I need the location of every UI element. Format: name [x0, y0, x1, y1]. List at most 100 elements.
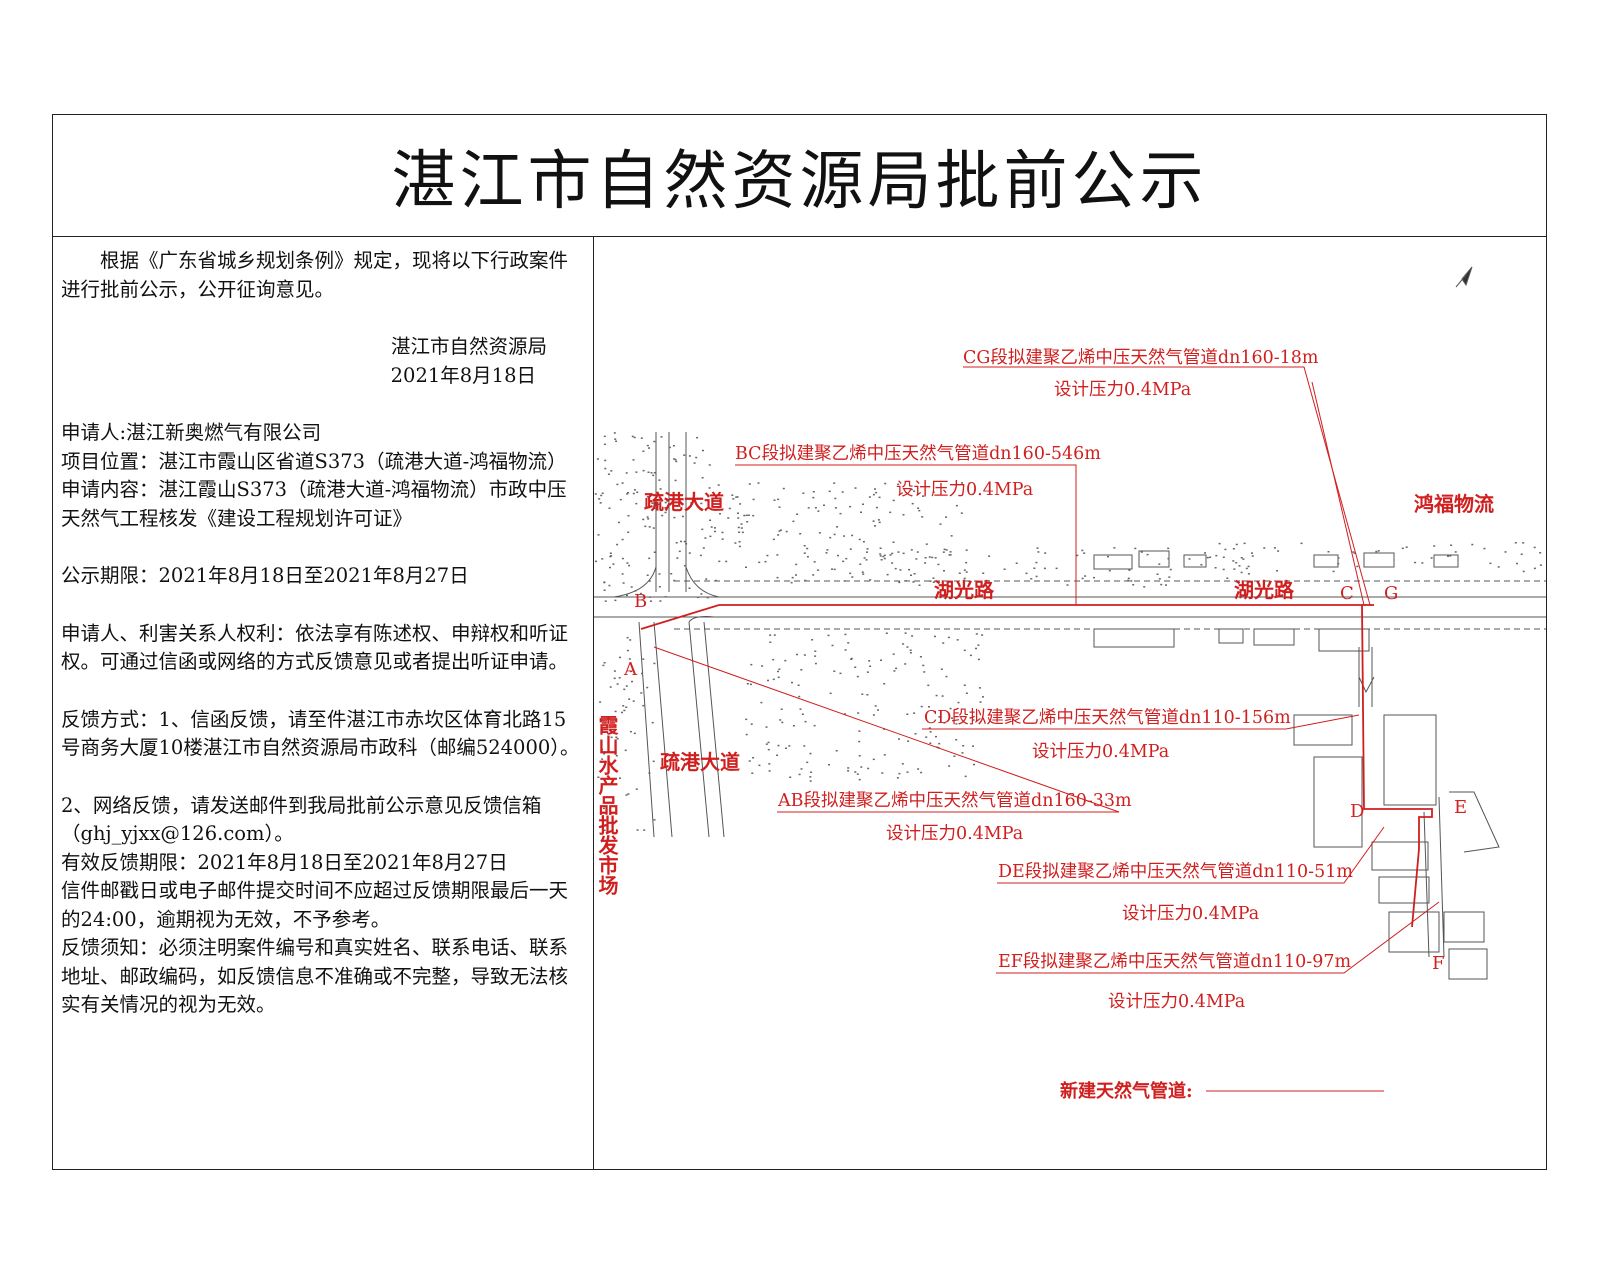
- terrain-dot: [780, 708, 783, 710]
- terrain-dot: [664, 596, 667, 598]
- terrain-dot: [929, 580, 932, 582]
- terrain-dot: [836, 526, 838, 528]
- terrain-dot: [615, 440, 618, 442]
- terrain-dot: [963, 684, 966, 686]
- terrain-dot: [688, 552, 691, 554]
- terrain-dot: [598, 498, 601, 500]
- terrain-dot: [642, 450, 645, 452]
- terrain-dot: [899, 569, 902, 571]
- terrain-dot: [777, 744, 780, 747]
- segment-cd-pressure: 设计压力0.4MPa: [1032, 742, 1169, 762]
- terrain-dot: [601, 558, 604, 560]
- terrain-dot: [965, 571, 968, 573]
- terrain-dot: [610, 555, 613, 557]
- terrain-dot: [917, 507, 920, 509]
- terrain-dot: [843, 535, 846, 537]
- terrain-dot: [604, 467, 607, 470]
- terrain-dot: [708, 464, 711, 466]
- terrain-dot: [626, 493, 629, 495]
- terrain-dot: [670, 573, 673, 575]
- terrain-dot: [875, 491, 878, 494]
- terrain-dot: [1015, 562, 1018, 564]
- terrain-dot: [653, 662, 656, 665]
- terrain-dot: [785, 747, 787, 749]
- terrain-dot: [943, 722, 946, 724]
- terrain-dot: [751, 772, 754, 774]
- terrain-dot: [1242, 558, 1245, 560]
- terrain-dot: [866, 551, 868, 553]
- terrain-dot: [647, 471, 650, 473]
- terrain-dot: [1030, 578, 1033, 580]
- terrain-dot: [673, 458, 676, 460]
- terrain-dot: [705, 578, 708, 580]
- terrain-dot: [653, 440, 656, 443]
- terrain-dot: [869, 665, 872, 667]
- terrain-dot: [1233, 568, 1236, 570]
- terrain-dot: [1113, 547, 1116, 549]
- terrain-dot: [625, 706, 628, 708]
- terrain-dot: [612, 563, 615, 565]
- terrain-dot: [858, 740, 861, 743]
- terrain-dot: [949, 707, 952, 710]
- terrain-dot: [902, 552, 905, 555]
- point-label-f: F: [1432, 953, 1445, 974]
- terrain-dot: [1168, 576, 1171, 578]
- terrain-dot: [960, 512, 963, 514]
- terrain-dot: [951, 717, 953, 719]
- terrain-dot: [807, 507, 810, 509]
- terrain-dot: [610, 470, 613, 472]
- terrain-dot: [968, 482, 971, 484]
- terrain-dot: [861, 693, 864, 695]
- terrain-dot: [1263, 547, 1266, 549]
- terrain-dot: [902, 514, 905, 516]
- terrain-dot: [1251, 552, 1253, 554]
- terrain-dot: [847, 767, 850, 769]
- terrain-dot: [891, 562, 894, 564]
- terrain-dot: [1128, 569, 1131, 571]
- terrain-dot: [927, 684, 930, 687]
- terrain-dot: [695, 456, 698, 459]
- terrain-dot: [955, 739, 958, 741]
- terrain-dot: [673, 516, 676, 519]
- terrain-dot: [752, 498, 755, 501]
- terrain-dot: [613, 670, 616, 672]
- terrain-dot: [603, 443, 606, 446]
- terrain-dot: [746, 683, 749, 685]
- terrain-dot: [767, 679, 769, 682]
- terrain-dot: [790, 581, 793, 584]
- terrain-dot: [911, 502, 914, 505]
- terrain-dot: [1188, 558, 1191, 560]
- terrain-dot: [708, 487, 711, 489]
- terrain-dot: [910, 574, 912, 576]
- terrain-dot: [1108, 569, 1111, 572]
- terrain-dot: [809, 752, 812, 755]
- terrain-dot: [883, 683, 886, 685]
- segment-bc-label: BC段拟建聚乙烯中压天然气管道dn160-546m: [735, 444, 1101, 464]
- terrain-dot: [908, 568, 911, 571]
- terrain-dot: [1232, 560, 1235, 562]
- terrain-dot: [834, 497, 837, 500]
- terrain-dot: [735, 496, 738, 498]
- terrain-dot: [948, 554, 951, 556]
- terrain-dot: [831, 644, 834, 647]
- terrain-dot: [1235, 562, 1238, 564]
- terrain-dot: [652, 527, 655, 529]
- terrain-dot: [659, 600, 662, 602]
- terrain-dot: [827, 634, 830, 637]
- terrain-dot: [945, 675, 948, 678]
- terrain-dot: [690, 502, 693, 504]
- terrain-dot: [748, 760, 751, 762]
- terrain-dot: [826, 549, 829, 551]
- terrain-dot: [623, 688, 626, 691]
- terrain-dot: [851, 576, 854, 578]
- terrain-dot: [1107, 555, 1109, 558]
- point-label-d: D: [1350, 801, 1364, 822]
- terrain-dot: [618, 677, 621, 679]
- terrain-dot: [875, 506, 878, 509]
- terrain-dot: [860, 511, 862, 513]
- terrain-dot: [896, 777, 899, 779]
- terrain-dot: [950, 535, 953, 537]
- terrain-dot: [702, 547, 705, 549]
- terrain-dot: [629, 639, 632, 641]
- terrain-dot: [795, 563, 798, 566]
